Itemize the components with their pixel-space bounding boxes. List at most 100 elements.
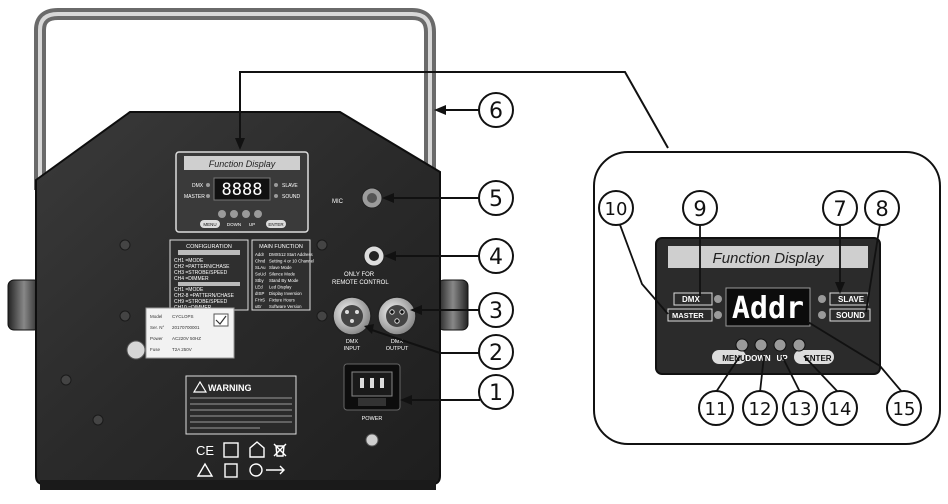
config-row: CH4 =DIMMER bbox=[174, 276, 209, 282]
callout-12-number: 12 bbox=[749, 399, 772, 420]
callout-10 bbox=[598, 190, 634, 226]
callout-circles-right bbox=[598, 190, 922, 426]
callout-15 bbox=[886, 390, 922, 426]
main-function-table: MAIN FUNCTION Addr DMX512 Start Address … bbox=[251, 239, 314, 311]
ce-mark-icon: CE bbox=[196, 443, 214, 458]
mic-label: MIC bbox=[332, 199, 344, 205]
callout-13-number: 13 bbox=[789, 399, 812, 420]
main-function-desc: DMX512 Start Address bbox=[269, 252, 313, 257]
sticker-value: 20170700001 bbox=[172, 325, 200, 330]
sticker-value: T2A 250V bbox=[172, 347, 192, 352]
slave-indicator-label: SLAVE bbox=[838, 295, 865, 304]
sticker-key: Model bbox=[150, 314, 162, 319]
callout-lines-left bbox=[235, 71, 669, 405]
sticker-key: Fuse bbox=[150, 347, 161, 352]
main-function-code: Addr bbox=[255, 252, 265, 257]
led-readout-small: 8888 bbox=[222, 180, 263, 200]
callout-7-number: 7 bbox=[833, 197, 846, 221]
callout-circles-left bbox=[478, 92, 514, 410]
callout-10-number: 10 bbox=[605, 199, 628, 220]
dmx-output-connector bbox=[377, 296, 417, 336]
main-function-header: MAIN FUNCTION bbox=[259, 244, 303, 250]
master-label-small: MASTER bbox=[184, 194, 205, 200]
serial-sticker: Model CYCLOPS Ser. N° 20170700001 Power … bbox=[145, 307, 235, 359]
manual-icon bbox=[224, 463, 238, 478]
enter-button-label: ENTER bbox=[804, 354, 831, 363]
callout-6-number: 6 bbox=[489, 99, 503, 124]
callout-lines-right bbox=[615, 213, 903, 393]
callout-1 bbox=[478, 374, 514, 410]
dmx-label-small: DMX bbox=[192, 183, 204, 189]
power-socket bbox=[343, 363, 401, 411]
master-indicator-led bbox=[714, 311, 722, 319]
main-function-desc: Fixture Hours bbox=[269, 298, 295, 303]
callout-14-number: 14 bbox=[829, 399, 852, 420]
configuration-table: CONFIGURATION CH1 =MODE CH2 =PATTERN/CHA… bbox=[169, 239, 249, 311]
function-display-title-small: Function Display bbox=[209, 159, 276, 169]
sound-indicator-led bbox=[818, 311, 826, 319]
main-function-desc: Software Version bbox=[269, 304, 302, 309]
config-row: CH9 =STROBE/SPEED bbox=[174, 299, 228, 305]
remote-label: ONLY FOR bbox=[344, 272, 375, 278]
config-row: CH2-8 =PATTERN/CHASE bbox=[174, 293, 235, 299]
main-function-desc: Silence Mode bbox=[269, 272, 296, 277]
main-function-code: uEr bbox=[255, 304, 262, 309]
callout-5 bbox=[478, 180, 514, 216]
weee-bin-icon bbox=[273, 443, 287, 457]
led-display bbox=[725, 287, 811, 327]
config-row: CH1 =MODE bbox=[174, 287, 204, 293]
function-display-panel-small: Function Display 8888 DMX MASTER SLAVE S… bbox=[175, 151, 309, 233]
main-function-code: Stby bbox=[255, 278, 264, 283]
callout-3-number: 3 bbox=[489, 299, 503, 324]
callout-2 bbox=[478, 334, 514, 370]
main-function-code: FHrS bbox=[255, 298, 265, 303]
callout-8 bbox=[864, 190, 900, 226]
function-display-title: Function Display bbox=[713, 250, 825, 267]
main-function-code: SLAu bbox=[255, 265, 266, 270]
callout-5-number: 5 bbox=[489, 187, 503, 212]
dmx-input-label: DMX bbox=[346, 339, 359, 345]
config-row: CH2 =PATTERN/CHASE bbox=[174, 264, 230, 270]
no-flammable-icon bbox=[249, 463, 263, 477]
main-function-desc: Slave Mode bbox=[269, 265, 292, 270]
indoor-use-icon bbox=[249, 441, 265, 458]
main-function-desc: Led Display bbox=[269, 285, 292, 290]
dmx-input-label: INPUT bbox=[344, 346, 361, 352]
detail-inset: Function Display Addr DMX MASTER SLAVE S… bbox=[593, 151, 941, 445]
up-button bbox=[773, 338, 787, 352]
sticker-key: Power bbox=[150, 336, 163, 341]
led-readout: Addr bbox=[732, 291, 804, 326]
slave-label-small: SLAVE bbox=[282, 183, 298, 189]
callout-1-number: 1 bbox=[489, 381, 503, 406]
grommet bbox=[126, 340, 146, 360]
power-label: POWER bbox=[362, 416, 383, 422]
callout-6 bbox=[478, 92, 514, 128]
dmx-indicator-label: DMX bbox=[682, 295, 700, 304]
sticker-value: AC220V 50HZ bbox=[172, 336, 201, 341]
down-button-label: DOWN bbox=[745, 354, 771, 363]
main-function-desc: Stand By Mode bbox=[269, 278, 299, 283]
menu-label-small: MENU bbox=[203, 222, 216, 227]
fuse-holder bbox=[365, 433, 379, 447]
callout-7 bbox=[822, 190, 858, 226]
callout-9-number: 9 bbox=[693, 197, 706, 221]
enter-label-small: ENTER bbox=[268, 222, 284, 227]
main-function-code: Chnd bbox=[255, 259, 266, 264]
dmx-input-connector bbox=[332, 296, 372, 336]
sticker-key: Ser. N° bbox=[150, 325, 165, 330]
dmx-output-label: OUTPUT bbox=[386, 346, 409, 352]
down-label-small: DOWN bbox=[227, 222, 241, 227]
main-function-desc: Display Inversion bbox=[269, 291, 302, 296]
callout-3 bbox=[478, 292, 514, 328]
callout-12 bbox=[742, 390, 778, 426]
sticker-value: CYCLOPS bbox=[172, 314, 194, 319]
distance-icon bbox=[266, 465, 285, 475]
right-adjust-knob bbox=[437, 279, 469, 331]
callout-11-number: 11 bbox=[705, 399, 728, 420]
menu-button-label: MENU bbox=[722, 354, 746, 363]
master-indicator-label: MASTER bbox=[672, 311, 704, 320]
fixture-rear-view: Function Display 8888 DMX MASTER SLAVE S… bbox=[7, 7, 469, 490]
sound-label-small: SOUND bbox=[282, 194, 300, 200]
callout-14 bbox=[822, 390, 858, 426]
